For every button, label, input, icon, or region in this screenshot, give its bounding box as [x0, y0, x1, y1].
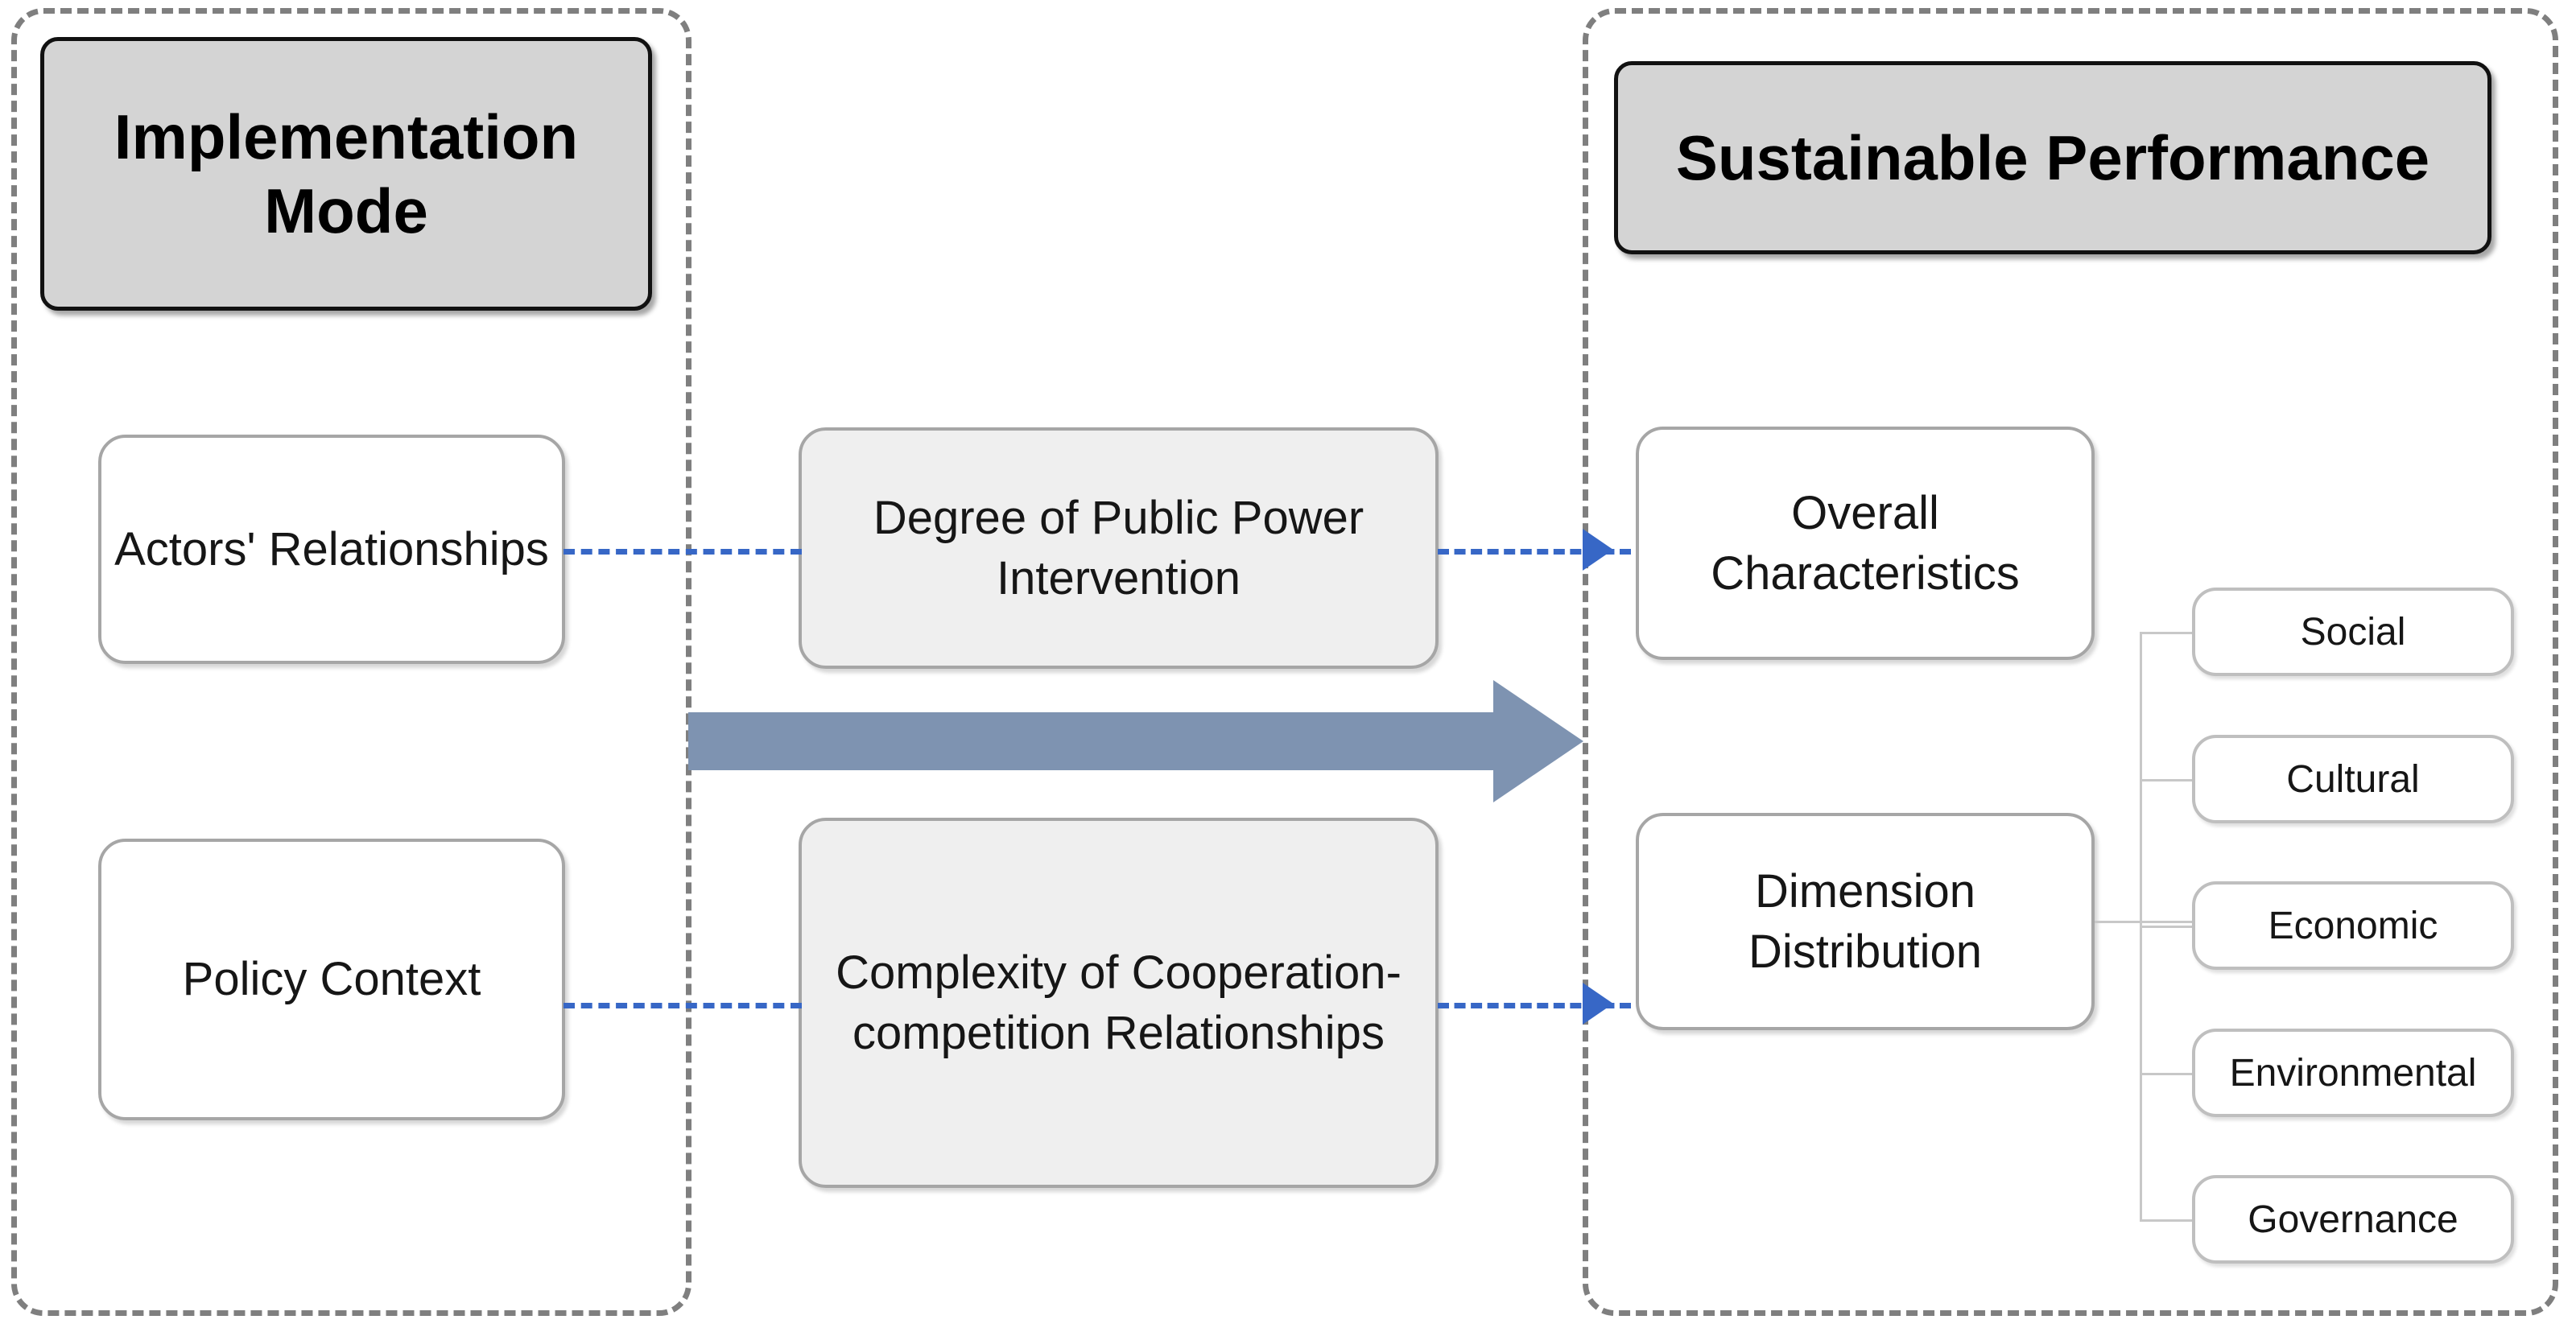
- dimension-economic: Economic: [2192, 881, 2514, 970]
- dimension-governance: Governance: [2192, 1175, 2514, 1264]
- sustainable-performance-header: Sustainable Performance: [1614, 61, 2491, 254]
- big-right-arrow-shape: [688, 680, 1583, 802]
- implementation-mode-group-frame: [11, 8, 691, 1316]
- node-degree-of-public-power-intervention: Degree of Public Power Intervention: [799, 427, 1439, 669]
- node-overall-characteristics: Overall Characteristics: [1636, 427, 2095, 660]
- dashed-link-degree-to-overall: [1438, 549, 1631, 555]
- node-dimension-distribution: Dimension Distribution: [1636, 813, 2095, 1030]
- node-actors-relationships: Actors' Relationships: [98, 435, 565, 664]
- node-policy-context: Policy Context: [98, 839, 565, 1120]
- big-right-arrow-polygon: [688, 680, 1583, 802]
- dimension-environmental: Environmental: [2192, 1029, 2514, 1117]
- arrowhead-icon-to-overall-characteristics: [1583, 529, 1613, 571]
- dimension-cultural: Cultural: [2192, 735, 2514, 823]
- sustainable-performance-group-frame: [1583, 8, 2558, 1316]
- implementation-mode-header: Implementation Mode: [40, 37, 652, 311]
- node-complexity-of-cooperation-competition-relationships: Complexity of Cooperation-competition Re…: [799, 818, 1439, 1188]
- dashed-link-actors-to-degree: [564, 549, 802, 555]
- dimension-tree-stem: [2095, 921, 2193, 923]
- dimension-branch-governance: [2140, 1219, 2194, 1222]
- dimension-branch-environmental: [2140, 1073, 2194, 1075]
- dashed-link-complexity-to-dimension: [1438, 1003, 1631, 1008]
- dimension-branch-cultural: [2140, 779, 2194, 781]
- dimension-social: Social: [2192, 588, 2514, 676]
- big-right-arrow-icon: [688, 680, 1583, 802]
- arrowhead-icon-to-dimension-distribution: [1583, 983, 1613, 1025]
- dimension-branch-economic: [2140, 926, 2194, 928]
- dimension-branch-social: [2140, 632, 2194, 634]
- dashed-link-policy-to-complexity: [564, 1003, 802, 1008]
